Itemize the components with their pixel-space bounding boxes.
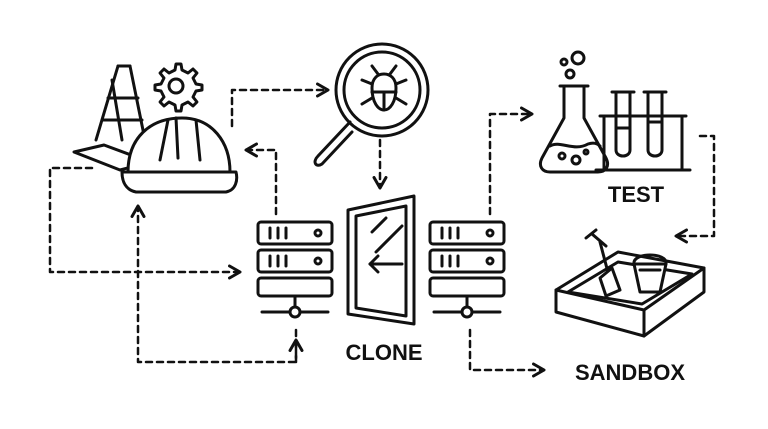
gear-icon xyxy=(153,62,204,113)
label-sandbox: SANDBOX xyxy=(575,360,685,385)
arrow-server-to-sandbox-label xyxy=(468,328,546,378)
flask-icon xyxy=(538,50,610,174)
magnifier-bug-icon xyxy=(313,42,430,167)
test-tubes-icon xyxy=(594,90,692,172)
bucket-icon xyxy=(632,253,668,294)
arrow-hat-to-magnifier xyxy=(230,82,330,128)
connector-arrows xyxy=(48,82,716,378)
server-icon xyxy=(428,220,506,319)
label-test: TEST xyxy=(608,182,665,207)
hard-hat-icon xyxy=(120,116,239,194)
arrow-cone-to-server xyxy=(48,166,242,280)
mirror-frame-icon xyxy=(346,194,416,326)
arrow-server-to-flask xyxy=(488,106,534,216)
arrow-server-to-hat xyxy=(244,142,278,216)
shovel-icon xyxy=(584,228,622,298)
arrow-tubes-to-sandbox xyxy=(674,134,716,244)
label-clone: CLONE xyxy=(346,340,423,365)
arrow-loop-to-hat xyxy=(130,204,298,364)
server-icon xyxy=(256,220,334,319)
sandbox-icon xyxy=(554,250,706,338)
